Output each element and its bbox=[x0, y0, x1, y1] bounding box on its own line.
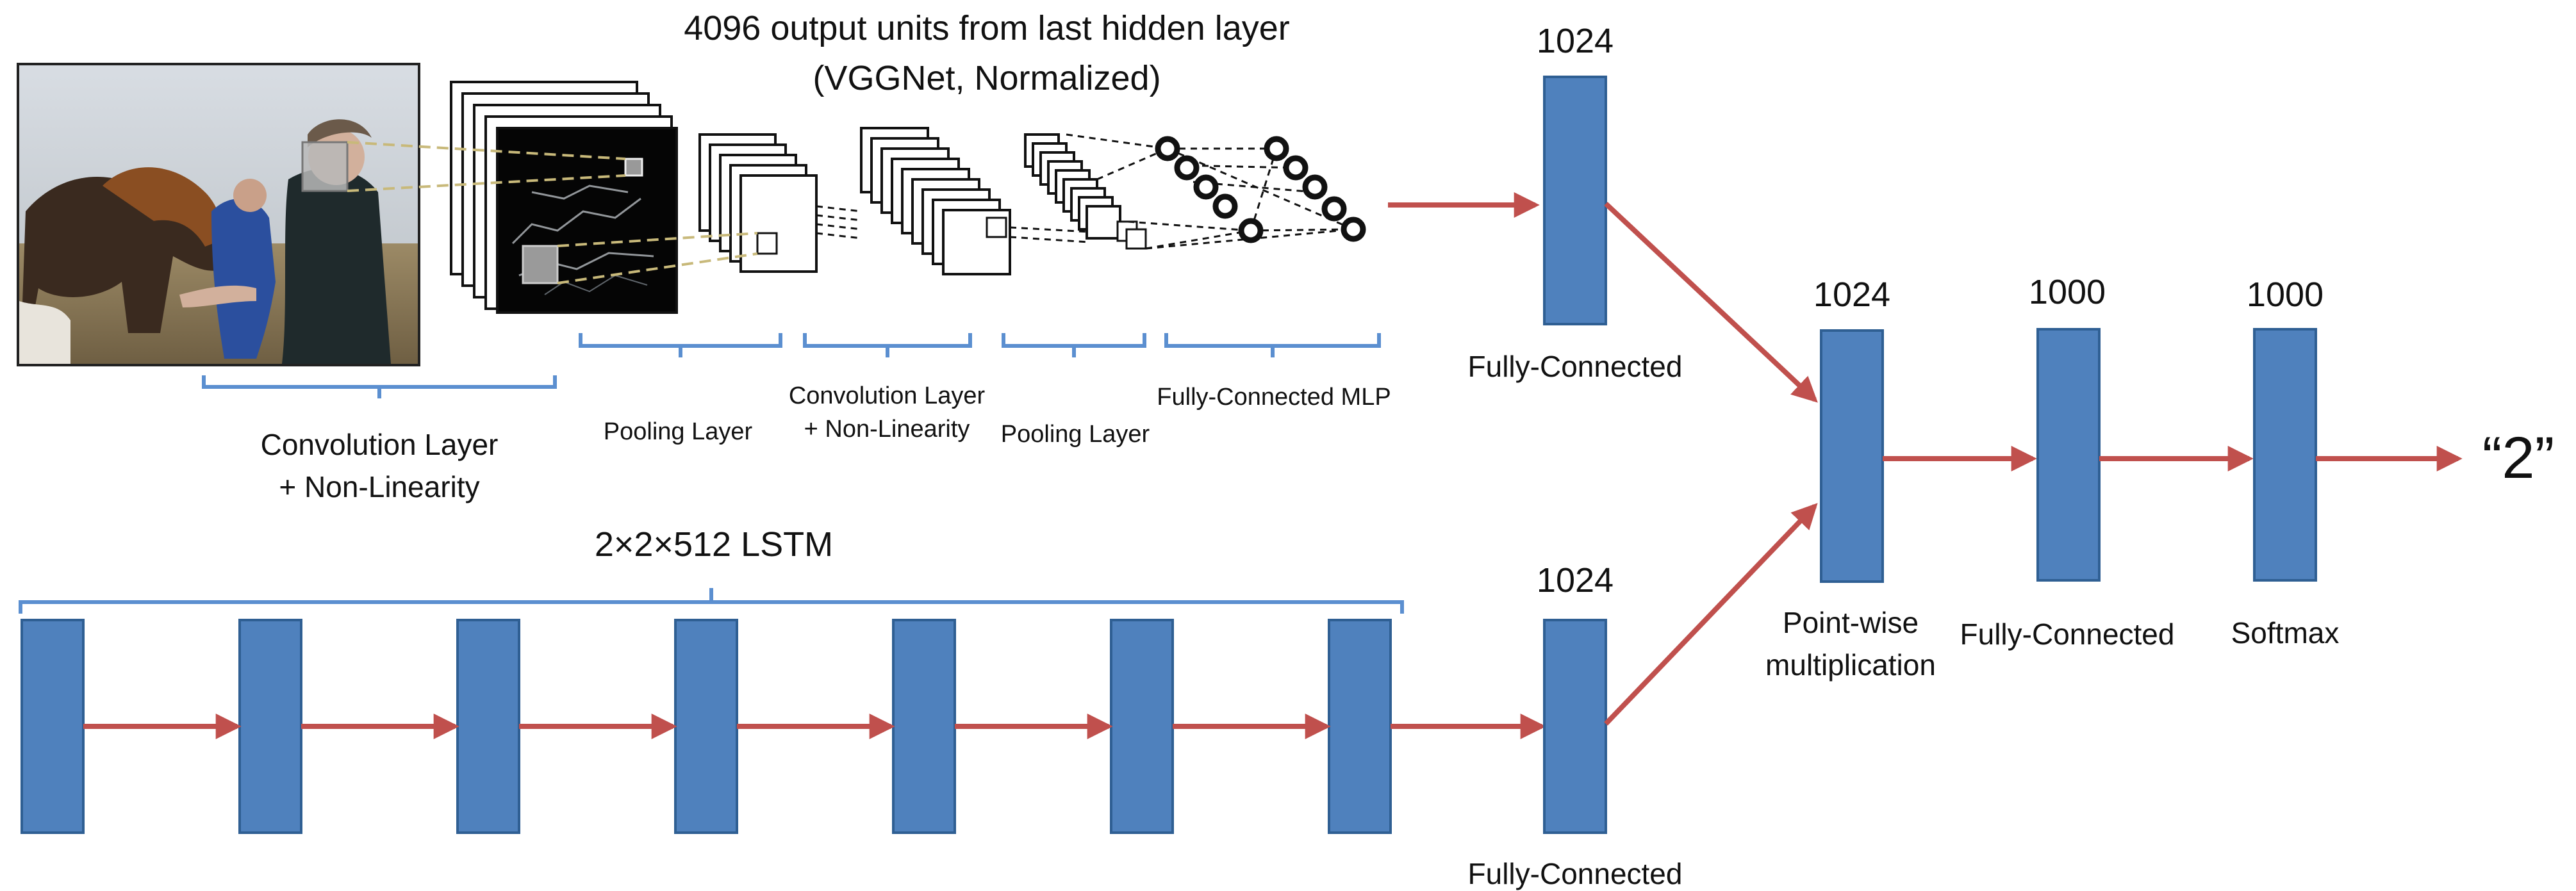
neuron-circle-icon bbox=[1212, 193, 1238, 219]
conv-links-2 bbox=[816, 205, 862, 240]
answer-label: “2” bbox=[2482, 425, 2554, 491]
neuron-circle-icon bbox=[1174, 155, 1200, 181]
header-line-2: (VGGNet, Normalized) bbox=[813, 59, 1160, 97]
pool1-label: Pooling Layer bbox=[604, 418, 753, 445]
feature-map-stack-4 bbox=[1024, 133, 1147, 250]
mlp-neurons bbox=[1155, 136, 1366, 243]
feature-map-stack-1 bbox=[450, 81, 678, 314]
neuron-circle-icon bbox=[1155, 136, 1180, 161]
lstm-cell bbox=[21, 619, 85, 834]
header-line-1: 4096 output units from last hidden layer bbox=[684, 9, 1290, 47]
neuron-circle-icon bbox=[1283, 155, 1309, 181]
fc-final-units: 1000 bbox=[2029, 273, 2106, 311]
fc-final-label: Fully-Connected bbox=[1960, 617, 2175, 651]
neuron-circle-icon bbox=[1193, 174, 1219, 200]
fc-question-block bbox=[1543, 619, 1607, 834]
softmax-block bbox=[2253, 328, 2317, 582]
fc-image-to-merge-arrow bbox=[1604, 202, 1818, 403]
bracket-pool2 bbox=[1002, 333, 1146, 357]
mlp-label: Fully-Connected MLP bbox=[1157, 384, 1391, 411]
neuron-circle-icon bbox=[1341, 217, 1366, 242]
bracket-conv1 bbox=[202, 375, 557, 398]
merge-units: 1024 bbox=[1813, 275, 1890, 314]
merge-block bbox=[1820, 329, 1884, 583]
feature-map-stack-3 bbox=[860, 127, 1011, 275]
bracket-pool1 bbox=[579, 333, 782, 357]
fc-question-to-merge-arrow bbox=[1604, 503, 1818, 726]
bracket-conv2 bbox=[803, 333, 972, 357]
fc-image-label: Fully-Connected bbox=[1468, 350, 1683, 383]
pool2-label: Pooling Layer bbox=[1001, 421, 1150, 448]
lstm-chain bbox=[21, 619, 1392, 834]
cnn-brackets bbox=[19, 333, 1404, 614]
lstm-label: 2×2×512 LSTM bbox=[595, 525, 833, 564]
lstm-cell bbox=[238, 619, 302, 834]
neuron-circle-icon bbox=[1302, 174, 1328, 200]
fc-question-label: Fully-Connected bbox=[1468, 857, 1683, 890]
lstm-cell bbox=[1110, 619, 1174, 834]
fc-image-units: 1024 bbox=[1537, 22, 1614, 60]
feature-map-stack-2 bbox=[698, 133, 818, 273]
softmax-units: 1000 bbox=[2247, 275, 2324, 314]
lstm-cell bbox=[1328, 619, 1392, 834]
receptive-field-links-2 bbox=[557, 232, 758, 284]
conv-links-3 bbox=[1009, 226, 1090, 243]
conv2-label-line-1: Convolution Layer bbox=[789, 382, 986, 409]
bracket-mlp bbox=[1164, 333, 1381, 357]
lstm-cell bbox=[674, 619, 738, 834]
merge-label-line-1: Point-wise bbox=[1783, 606, 1919, 639]
neuron-circle-icon bbox=[1238, 218, 1264, 243]
fc-image-block bbox=[1543, 76, 1607, 325]
conv1-label-line-1: Convolution Layer bbox=[261, 428, 499, 461]
merge-arrows bbox=[1604, 202, 1818, 726]
fc-question-units: 1024 bbox=[1537, 561, 1614, 600]
lstm-cell bbox=[456, 619, 520, 834]
fc-final-block bbox=[2036, 328, 2101, 582]
neuron-circle-icon bbox=[1264, 136, 1289, 161]
conv2-label-line-2: + Non-Linearity bbox=[804, 416, 970, 443]
softmax-label: Softmax bbox=[2231, 616, 2340, 650]
merge-label-line-2: multiplication bbox=[1765, 648, 1936, 682]
lstm-cell bbox=[892, 619, 956, 834]
receptive-field-links-1 bbox=[347, 141, 626, 192]
bracket-lstm bbox=[19, 588, 1404, 614]
neuron-circle-icon bbox=[1321, 196, 1347, 222]
input-photo bbox=[17, 63, 420, 366]
conv1-label-line-2: + Non-Linearity bbox=[279, 470, 479, 503]
mlp-connections bbox=[1066, 133, 1354, 250]
